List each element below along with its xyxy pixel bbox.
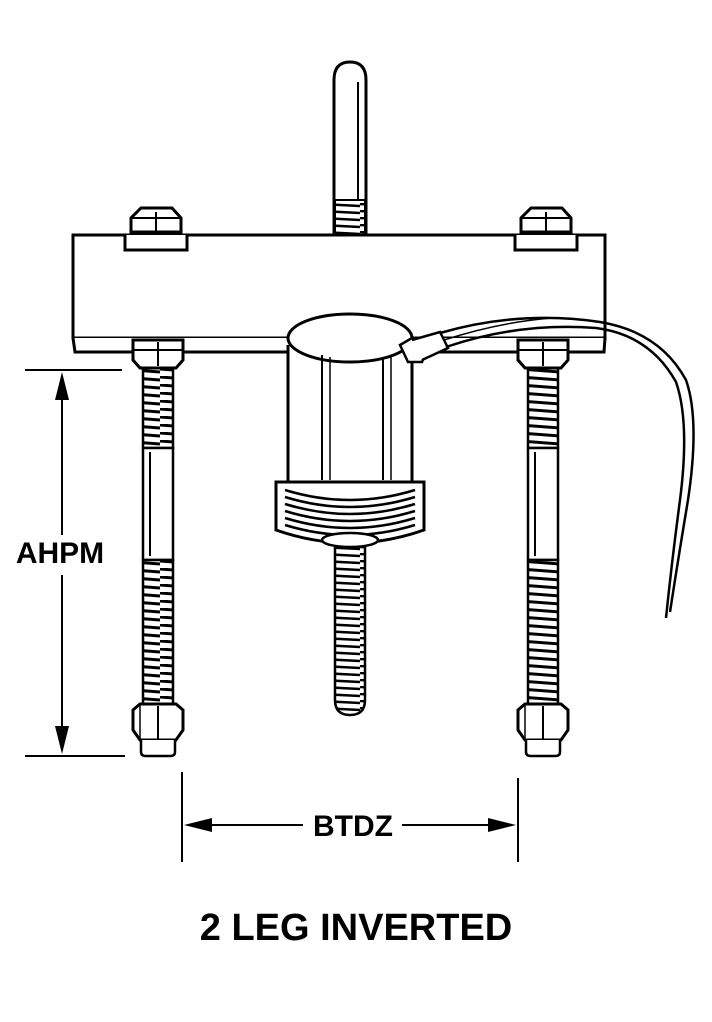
upper-left-leg-nut: [131, 338, 185, 370]
crossbar: [71, 233, 607, 354]
top-left-nut: [123, 206, 189, 252]
right-leg: [526, 366, 560, 712]
hydraulic-hose: [439, 316, 695, 619]
upper-right-leg-nut: [516, 338, 570, 370]
center-screw-lower: [333, 538, 367, 717]
lower-left-leg-nut: [131, 702, 185, 758]
height-dimension: [25, 369, 125, 757]
hose-fitting: [398, 330, 450, 364]
lower-right-leg-nut: [516, 702, 570, 758]
forcing-screw: [332, 60, 368, 237]
height-dimension-label: AHPM: [16, 537, 104, 570]
spacing-dimension: [181, 772, 519, 862]
hydraulic-cylinder: [274, 312, 426, 549]
diagram-caption: 2 LEG INVERTED: [200, 907, 513, 949]
left-leg: [141, 366, 175, 712]
spacing-dimension-label: BTDZ: [313, 810, 393, 843]
top-right-nut: [513, 206, 579, 252]
